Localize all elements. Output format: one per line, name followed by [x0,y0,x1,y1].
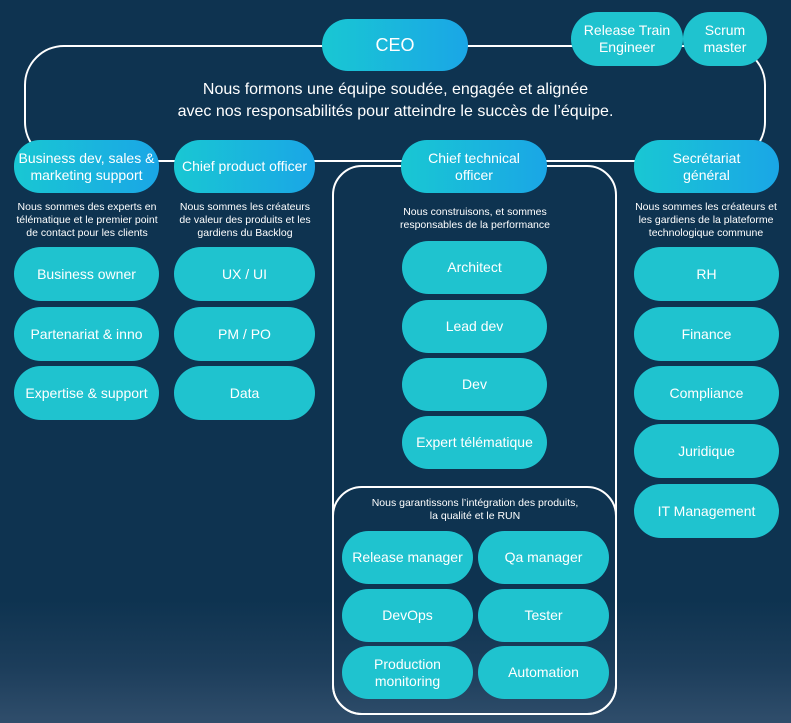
secretariat-item-label: IT Management [657,502,756,519]
run-item: Qa manager [478,531,609,584]
secretariat-item: IT Management [634,484,779,538]
product-desc: Nous sommes les créateurs de valeur des … [179,201,311,239]
business-item: Expertise & support [14,366,159,420]
business-item-label: Partenariat & inno [30,325,143,342]
secretariat-item-label: Compliance [669,384,744,401]
technical-title: Chief technical officer [428,149,520,183]
technical-item: Lead dev [402,300,547,353]
run-item: Production monitoring [342,646,473,699]
product-item: UX / UI [174,247,315,301]
product-item-label: UX / UI [221,265,268,282]
technical-item: Architect [402,241,547,294]
business-item: Partenariat & inno [14,307,159,361]
run-item-label: Release manager [352,549,463,565]
mission-line-1: Nous formons une équipe soudée, engagée … [202,81,589,98]
technical-item: Dev [402,358,547,411]
business-desc: Nous sommes des experts en télématique e… [16,201,158,239]
product-item-label: PM / PO [218,325,271,342]
product-item-label: Data [229,384,260,401]
scrum-master-label: Scrum master [703,22,747,55]
business-item: Business owner [14,247,159,301]
secretariat-item-label: RH [696,265,717,282]
secretariat-item: Juridique [634,424,779,478]
run-item-label: Production monitoring [374,655,441,689]
run-item-label: Tester [524,607,563,623]
technical-item-label: Dev [462,376,487,392]
product-title-node: Chief product officer [174,140,315,193]
secretariat-desc: Nous sommes les créateurs et les gardien… [635,201,777,239]
secretariat-title-node: Secrétariat général [634,140,779,193]
run-item: Automation [478,646,609,699]
run-item: Release manager [342,531,473,584]
business-title: Business dev, sales & marketing support [18,149,155,183]
run-item-label: Qa manager [504,549,583,565]
ceo-node: CEO [322,19,468,71]
secretariat-item: Finance [634,307,779,361]
secretariat-item: RH [634,247,779,301]
technical-item-label: Expert télématique [416,434,533,450]
technical-item-label: Lead dev [445,318,504,334]
secretariat-title: Secrétariat général [672,149,741,183]
technical-desc: Nous construisons, et sommes responsable… [399,206,550,231]
business-title-node: Business dev, sales & marketing support [14,140,159,193]
ceo-label: CEO [375,34,415,55]
product-item: PM / PO [174,307,315,361]
secretariat-item-label: Juridique [678,442,735,459]
run-item-label: DevOps [382,607,433,623]
release-train-engineer-node: Release Train Engineer [571,12,683,66]
technical-item: Expert télématique [402,416,547,469]
product-title: Chief product officer [181,158,308,174]
secretariat-item-label: Finance [681,325,732,342]
business-item-label: Expertise & support [25,384,148,401]
run-frame [332,486,617,715]
mission-line-2: avec nos responsabilités pour atteindre … [177,103,614,120]
technical-title-node: Chief technical officer [401,140,547,193]
scrum-master-node: Scrum master [683,12,767,66]
release-train-engineer-label: Release Train Engineer [583,22,671,55]
business-item-label: Business owner [37,265,136,282]
run-item-label: Automation [508,664,579,680]
product-item: Data [174,366,315,420]
secretariat-item: Compliance [634,366,779,420]
run-desc: Nous garantissons l’intégration des prod… [371,497,579,522]
technical-item-label: Architect [447,259,502,275]
run-item: DevOps [342,589,473,642]
run-item: Tester [478,589,609,642]
